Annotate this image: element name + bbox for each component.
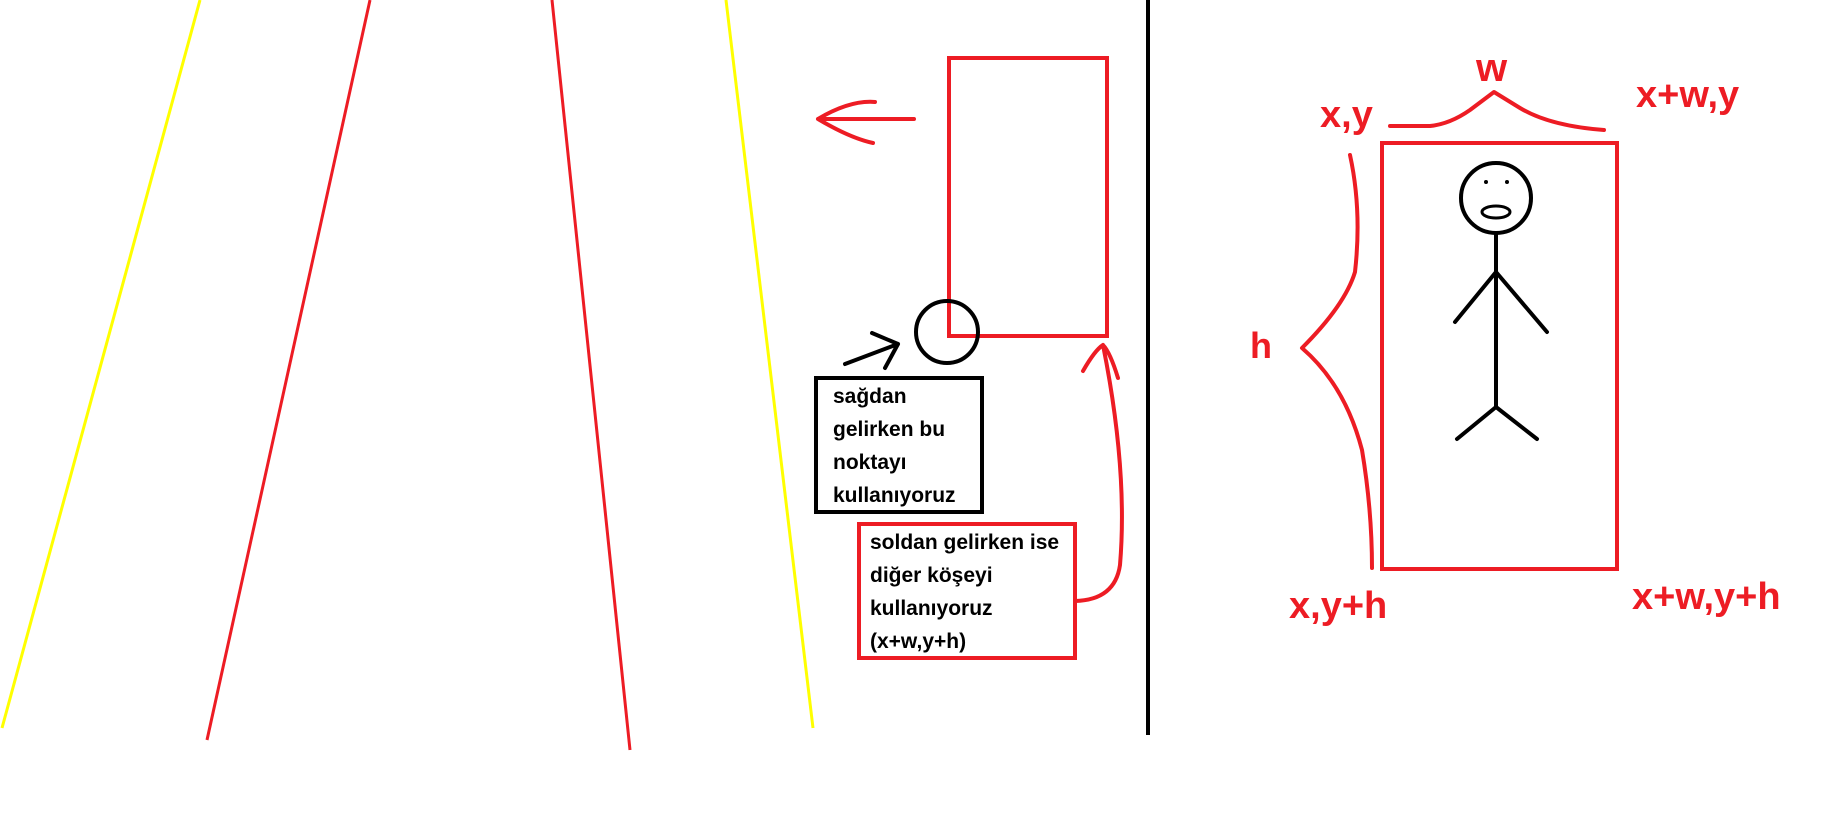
stick-figure-right-eye xyxy=(1505,180,1509,184)
road-edge-left-yellow xyxy=(0,0,202,729)
note-left-approach-line-3: kullanıyoruz xyxy=(870,597,993,620)
note-right-approach-line-4: kullanıyoruz xyxy=(833,484,956,507)
height-brace xyxy=(1300,153,1374,570)
person-bounding-box xyxy=(1380,141,1619,571)
stick-figure-left-eye xyxy=(1484,180,1488,184)
stick-figure-left-arm xyxy=(1453,270,1498,324)
stick-figure xyxy=(1453,161,1549,441)
label-bottom-right-corner: x+w,y+h xyxy=(1632,576,1781,618)
note-left-approach-line-1: soldan gelirken ise xyxy=(870,531,1060,554)
stick-figure-head xyxy=(1459,161,1533,235)
label-height: h xyxy=(1250,325,1272,366)
note-left-approach-line-2: diğer köşeyi xyxy=(870,564,993,587)
lane-line-right-red xyxy=(550,0,632,751)
corner-highlight-circle xyxy=(914,299,980,365)
stick-figure-mouth xyxy=(1480,204,1512,220)
note-left-approach-line-4: (x+w,y+h) xyxy=(870,630,967,653)
left-arrow xyxy=(816,99,916,145)
curved-arrow-red xyxy=(1073,343,1124,603)
width-brace xyxy=(1388,90,1606,132)
note-right-approach-line-2: gelirken bu xyxy=(833,418,946,441)
road-edge-right-yellow xyxy=(724,0,815,729)
lane-line-left-red xyxy=(205,0,372,741)
note-left-approach: soldan gelirken ise diğer köşeyi kullanı… xyxy=(857,522,1077,660)
label-top-right-corner: x+w,y xyxy=(1636,74,1740,116)
note-right-approach-line-1: sağdan xyxy=(833,385,907,408)
stick-figure-left-leg xyxy=(1455,405,1498,441)
stick-figure-right-arm xyxy=(1494,270,1549,334)
note-right-approach-line-3: noktayı xyxy=(833,451,907,474)
vehicle-bounding-box xyxy=(947,56,1109,338)
label-top-left-corner: x,y xyxy=(1320,94,1373,136)
label-width: w xyxy=(1476,46,1508,90)
stick-figure-right-leg xyxy=(1494,405,1539,441)
label-bottom-left-corner: x,y+h xyxy=(1289,585,1388,627)
pointer-arrow-black xyxy=(843,331,900,370)
note-right-approach: sağdan gelirken bu noktayı kullanıyoruz xyxy=(814,376,984,514)
